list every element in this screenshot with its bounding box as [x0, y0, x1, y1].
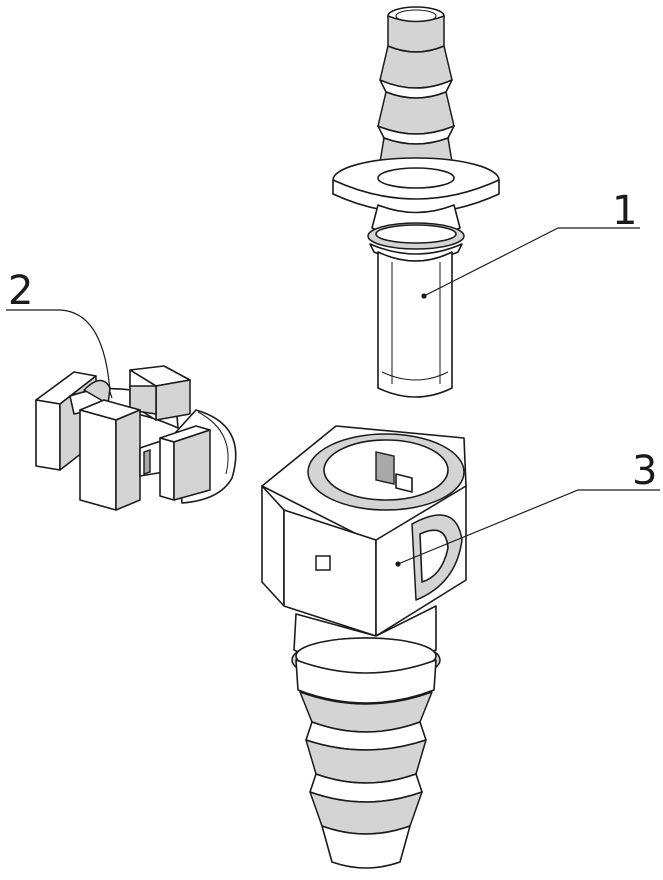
- reference-number-2: 2: [8, 268, 33, 314]
- part-1-pipe-insert: [333, 7, 499, 397]
- reference-number-3: 3: [632, 448, 657, 494]
- part-2-retaining-clip: [36, 366, 236, 510]
- reference-number-1: 1: [612, 188, 637, 234]
- part-3-connector-body: [262, 426, 466, 868]
